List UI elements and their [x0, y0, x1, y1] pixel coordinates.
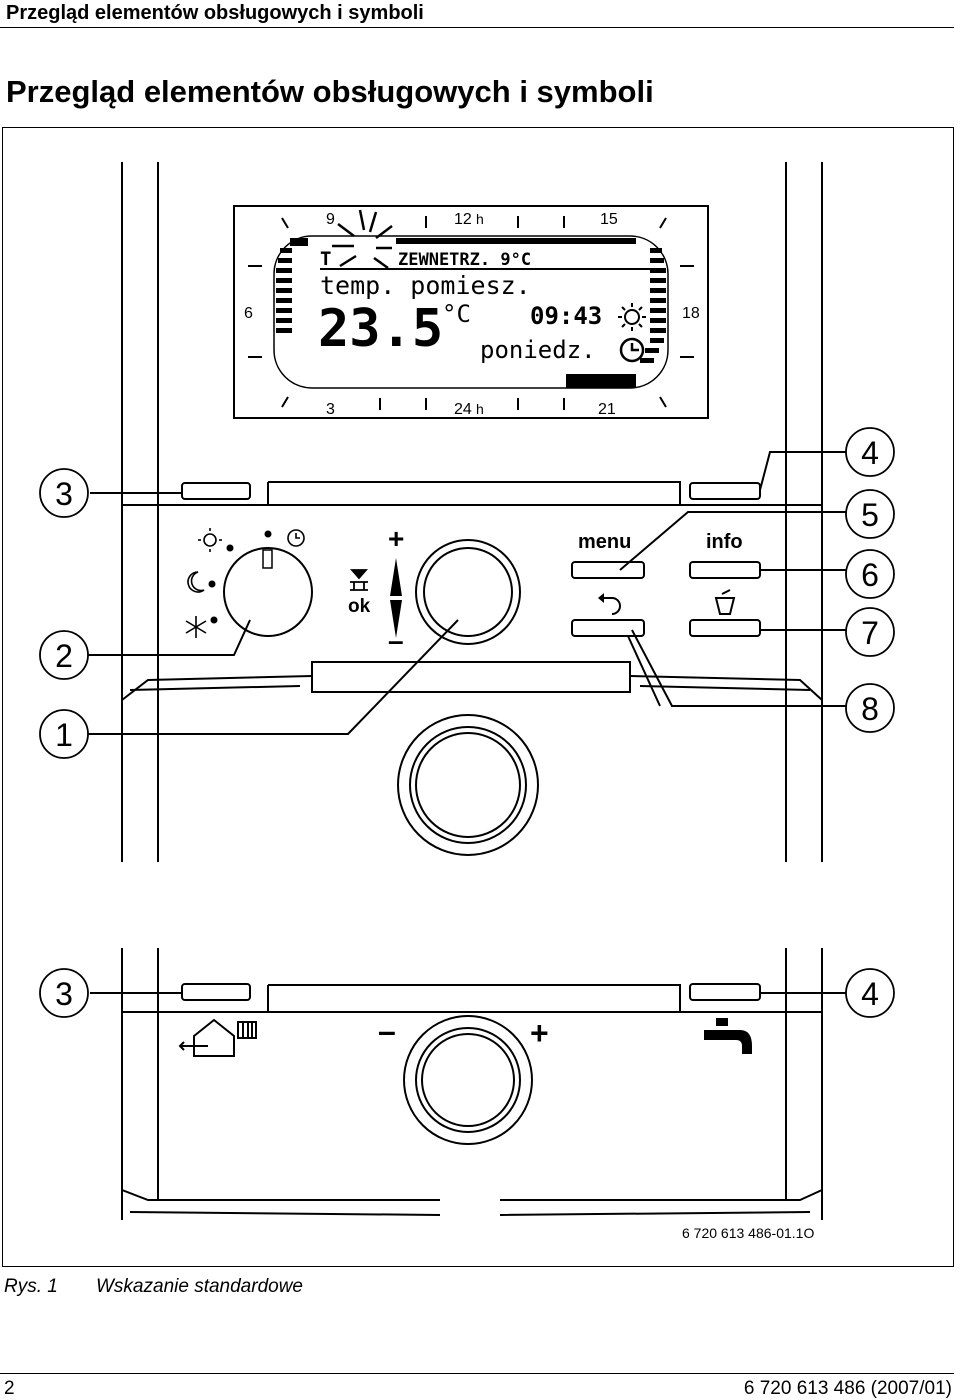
sun-icon [618, 303, 646, 331]
lcd-temperature: 23.5 [318, 299, 443, 359]
lcd-room-temp-label: temp. pomiesz. [320, 271, 531, 300]
controller-illustration: 9 12 h 15 6 18 3 24 h 21 T ZEWNETRZ. 9°C… [39, 162, 895, 1241]
lcd-line1-prefix: T [320, 248, 331, 270]
house-heating-icon [178, 1018, 257, 1057]
knob-minus-label: – [388, 625, 404, 656]
lcd-outdoor-temp: ZEWNETRZ. 9°C [398, 250, 531, 270]
auto-indicator-dot [264, 530, 272, 538]
ok-label: ok [348, 596, 371, 617]
figure-code: 6 720 613 486-01.1O [682, 1225, 814, 1241]
callout-5: 5 [861, 497, 879, 533]
scale-9: 9 [326, 211, 335, 228]
clock-icon [619, 337, 645, 363]
day-indicator-dot [226, 544, 234, 552]
scale-6: 6 [244, 305, 253, 322]
scale-21: 21 [598, 401, 616, 418]
callout-3-lower: 3 [55, 976, 73, 1012]
day-mode-icon [198, 528, 222, 552]
snowflake-icon [185, 616, 207, 638]
caption-text: Wskazanie standardowe [96, 1276, 303, 1297]
scale-18: 18 [682, 305, 700, 322]
caption-label: Rys. 1 [4, 1276, 58, 1297]
page-number: 2 [4, 1378, 15, 1399]
sun-burst-icon [332, 209, 393, 270]
callout-4-lower: 4 [861, 976, 879, 1012]
ok-press-icon [350, 569, 368, 591]
figure-frame [2, 127, 954, 1267]
callout-7: 7 [861, 615, 879, 651]
running-header: Przegląd elementów obsługowych i symboli [6, 2, 424, 24]
night-indicator-dot [208, 580, 216, 588]
callout-3: 3 [55, 476, 73, 512]
callout-6: 6 [861, 557, 879, 593]
scale-15: 15 [600, 211, 618, 228]
scale-3: 3 [326, 401, 335, 418]
menu-label: menu [578, 531, 631, 553]
lcd-time: 09:43 [530, 302, 602, 330]
scale-12-unit: h [476, 211, 484, 227]
scale-12: 12 [454, 211, 472, 228]
lower-minus-label: – [378, 1013, 396, 1049]
callout-8: 8 [861, 691, 879, 727]
header-rule [0, 27, 954, 28]
lcd-day: poniedz. [480, 336, 596, 364]
doc-number: 6 720 613 486 (2007/01) [743, 1378, 952, 1399]
callout-2: 2 [55, 638, 73, 674]
scale-24-unit: h [476, 401, 484, 417]
footer-rule [0, 1373, 954, 1374]
back-icon [600, 597, 621, 615]
up-down-arrow-icon [390, 558, 402, 638]
hot-water-cup-icon [714, 589, 736, 615]
lower-plus-label: + [530, 1015, 549, 1051]
lcd-temp-unit: °C [442, 300, 471, 328]
callout-1: 1 [55, 717, 73, 753]
moon-icon [187, 571, 205, 593]
knob-plus-label: + [388, 523, 404, 554]
frost-indicator-dot [210, 616, 218, 624]
hot-water-tap-icon [704, 1018, 752, 1054]
info-label: info [706, 531, 743, 553]
scale-24: 24 [454, 401, 472, 418]
auto-clock-icon [287, 529, 305, 547]
section-title: Przegląd elementów obsługowych i symboli [6, 74, 654, 109]
callout-4: 4 [861, 435, 879, 471]
